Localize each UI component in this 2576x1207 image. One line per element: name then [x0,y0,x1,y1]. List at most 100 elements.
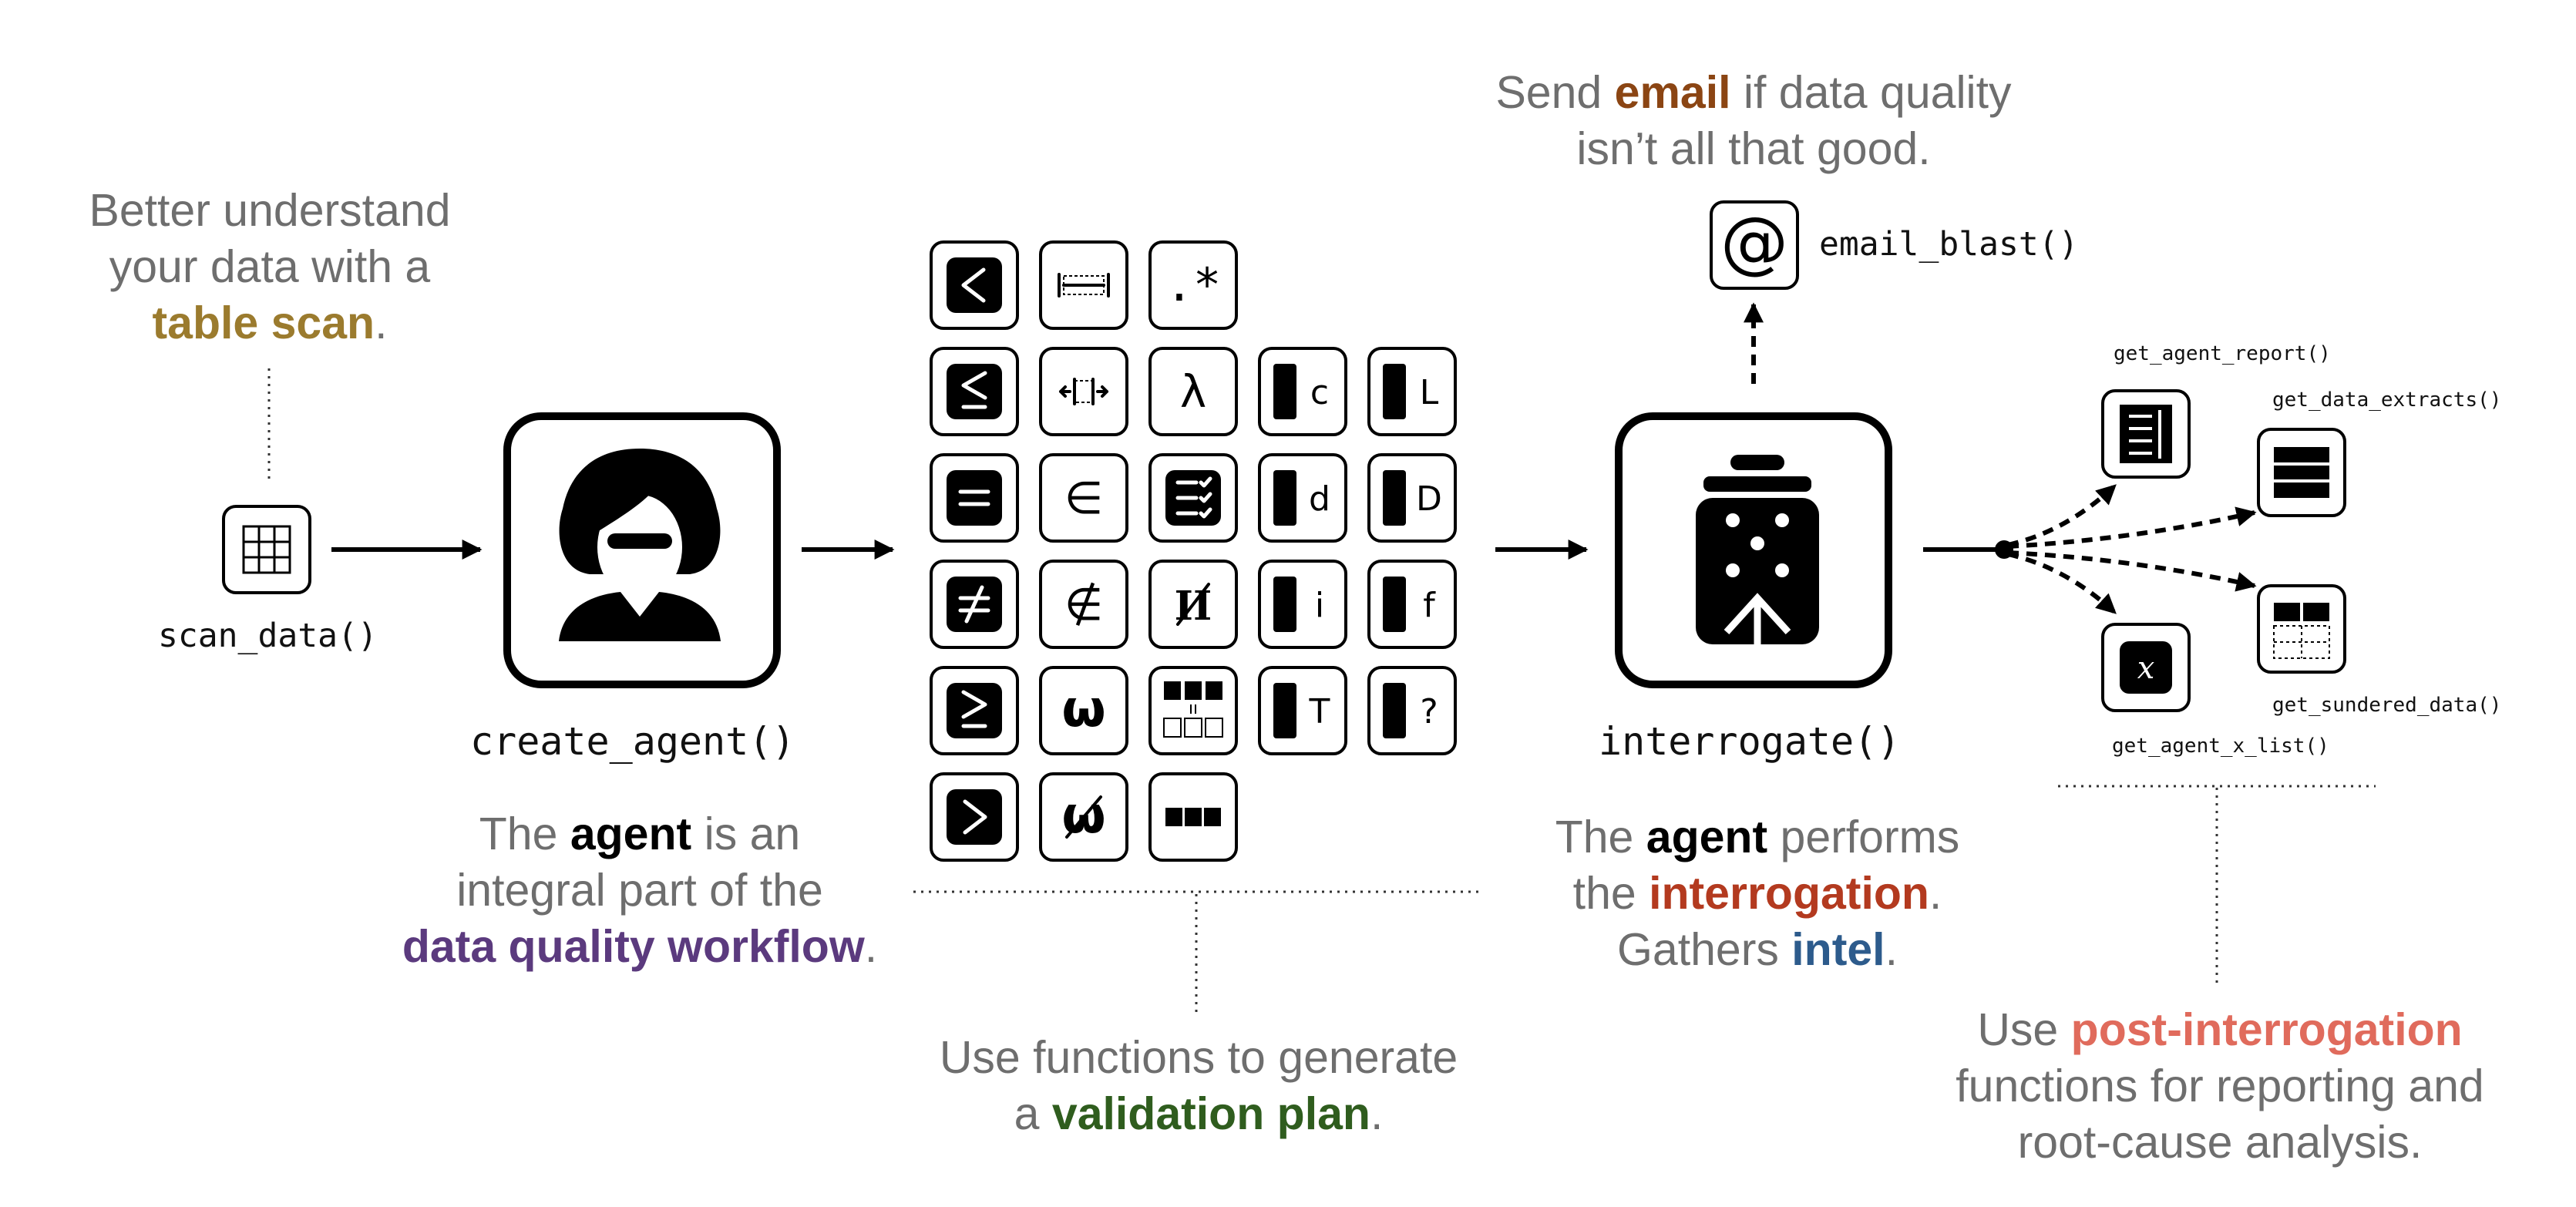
scan-caption-line2: your data with a [109,241,431,292]
email-caption-line2: isn’t all that good. [1576,123,1931,174]
scan-data-function: scan_data() [158,617,378,655]
scan-caption-end: . [375,298,388,348]
post-caption: Use post-interrogation functions for rep… [1904,1002,2536,1171]
distinct-icon: II [1148,560,1238,649]
col-schema-match-icon [1148,666,1238,755]
get-agent-report-label: get_agent_report() [2114,342,2331,365]
table-scan-icon [222,505,311,594]
at-sign-glyph: @ [1720,202,1788,281]
email-caption: Send email if data quality isn’t all tha… [1449,65,2058,177]
email-caption-p2: if data quality [1730,67,2012,118]
col-exists-icon: ? [1367,666,1457,755]
interrogate-caption-p3: the [1572,868,1650,919]
col-is-character-icon: c [1258,347,1347,436]
conjointly-icon [1148,453,1238,543]
validation-caption-highlight: validation plan [1051,1088,1370,1139]
validation-caption-end: . [1370,1088,1384,1139]
col-is-character-glyph: c [1310,373,1329,412]
get-agent-x-list-label: get_agent_x_list() [2112,735,2329,758]
col-is-datetime-icon: D [1367,453,1457,543]
equal-icon [930,453,1019,543]
agent-x-list-icon [2101,623,2191,712]
agent-caption-p2: is an [691,809,801,859]
interrogate-function: interrogate() [1599,719,1901,764]
in-set-glyph: ∈ [1064,472,1104,524]
regex-icon: .* [1148,240,1238,330]
branch-to-extracts [2007,506,2257,549]
email-blast-function: email_blast() [1819,225,2079,264]
interrogate-caption-p2: performs [1767,812,1960,862]
agent-caption-highlight1: agent [570,809,692,859]
post-caption-line3: root-cause analysis. [2017,1117,2423,1168]
omega-glyph: ω [1061,679,1105,738]
agent-report-icon [2101,389,2191,479]
omega-icon: ω [1039,666,1128,755]
get-sundered-data-label: get_sundered_data() [2272,694,2502,717]
col-is-posix-icon: T [1258,666,1347,755]
less-than-icon [930,240,1019,330]
branch-to-report [2007,483,2117,547]
branch-to-xlist [2007,552,2117,615]
col-is-factor-glyph: f [1423,586,1436,625]
greater-equal-icon [930,666,1019,755]
agent-caption: The agent is an integral part of the dat… [370,806,910,975]
interrogate-caption: The agent performs the interrogation. Ga… [1488,809,2027,978]
col-is-datetime-glyph: D [1416,479,1442,519]
col-is-logical-glyph: L [1420,373,1439,412]
col-is-date-icon: d [1258,453,1347,543]
x-list-glyph: x [2137,651,2155,686]
scan-caption: Better understand your data with a table… [31,183,509,351]
agent-avatar-icon [503,412,781,688]
email-caption-p1: Send [1495,67,1615,118]
col-is-integer-icon: i [1258,560,1347,649]
sundered-data-icon [2257,584,2346,674]
interrogate-caption-highlight2: interrogation [1649,868,1929,919]
email-caption-highlight: email [1614,67,1731,118]
interrogate-caption-end2: . [1885,924,1898,975]
post-caption-highlight: post-interrogation [2070,1004,2463,1055]
get-data-extracts-label: get_data_extracts() [2272,388,2502,412]
rows-complete-icon [1148,772,1238,862]
col-is-date-glyph: d [1309,479,1330,519]
interrogation-cylinder-icon [1615,412,1892,688]
post-caption-line2: functions for reporting and [1956,1061,2484,1111]
branch-to-sundered [2007,550,2257,592]
greater-than-icon [930,772,1019,862]
between-icon [1039,240,1128,330]
validation-caption-line1: Use functions to generate [939,1032,1458,1083]
regex-glyph: .* [1165,258,1221,312]
interrogate-caption-p1: The [1555,812,1646,862]
agent-caption-end: . [864,921,878,972]
agent-caption-line2: integral part of the [456,865,823,916]
validation-function-grid: .* λ c L ∈ d D ∉ II i f ω T? ω [930,240,1457,862]
not-equal-icon [930,560,1019,649]
in-set-icon: ∈ [1039,453,1128,543]
scan-caption-highlight: table scan [152,298,375,348]
data-extracts-icon [2257,428,2346,517]
not-in-set-glyph: ∉ [1064,578,1104,630]
interrogate-caption-end: . [1929,868,1942,919]
not-omega-icon: ω [1039,772,1128,862]
interrogate-caption-highlight1: agent [1646,812,1768,862]
agent-caption-p1: The [479,809,570,859]
lambda-icon: λ [1148,347,1238,436]
validation-caption: Use functions to generate a validation p… [902,1030,1495,1142]
col-is-posix-glyph: T [1309,692,1330,731]
col-exists-glyph: ? [1420,692,1438,731]
not-in-set-icon: ∉ [1039,560,1128,649]
agent-caption-highlight2: data quality workflow [402,921,865,972]
create-agent-function: create_agent() [470,719,795,764]
interrogate-caption-p4: Gathers [1617,924,1792,975]
outside-icon [1039,347,1128,436]
validation-caption-p: a [1014,1088,1052,1139]
interrogate-caption-highlight3: intel [1791,924,1885,975]
scan-caption-line1: Better understand [89,185,451,236]
col-is-factor-icon: f [1367,560,1457,649]
post-caption-p1: Use [1977,1004,2071,1055]
at-sign-icon [1710,200,1799,290]
less-equal-icon [930,347,1019,436]
lambda-glyph: λ [1180,365,1206,418]
col-is-integer-glyph: i [1315,586,1324,625]
col-is-logical-icon: L [1367,347,1457,436]
